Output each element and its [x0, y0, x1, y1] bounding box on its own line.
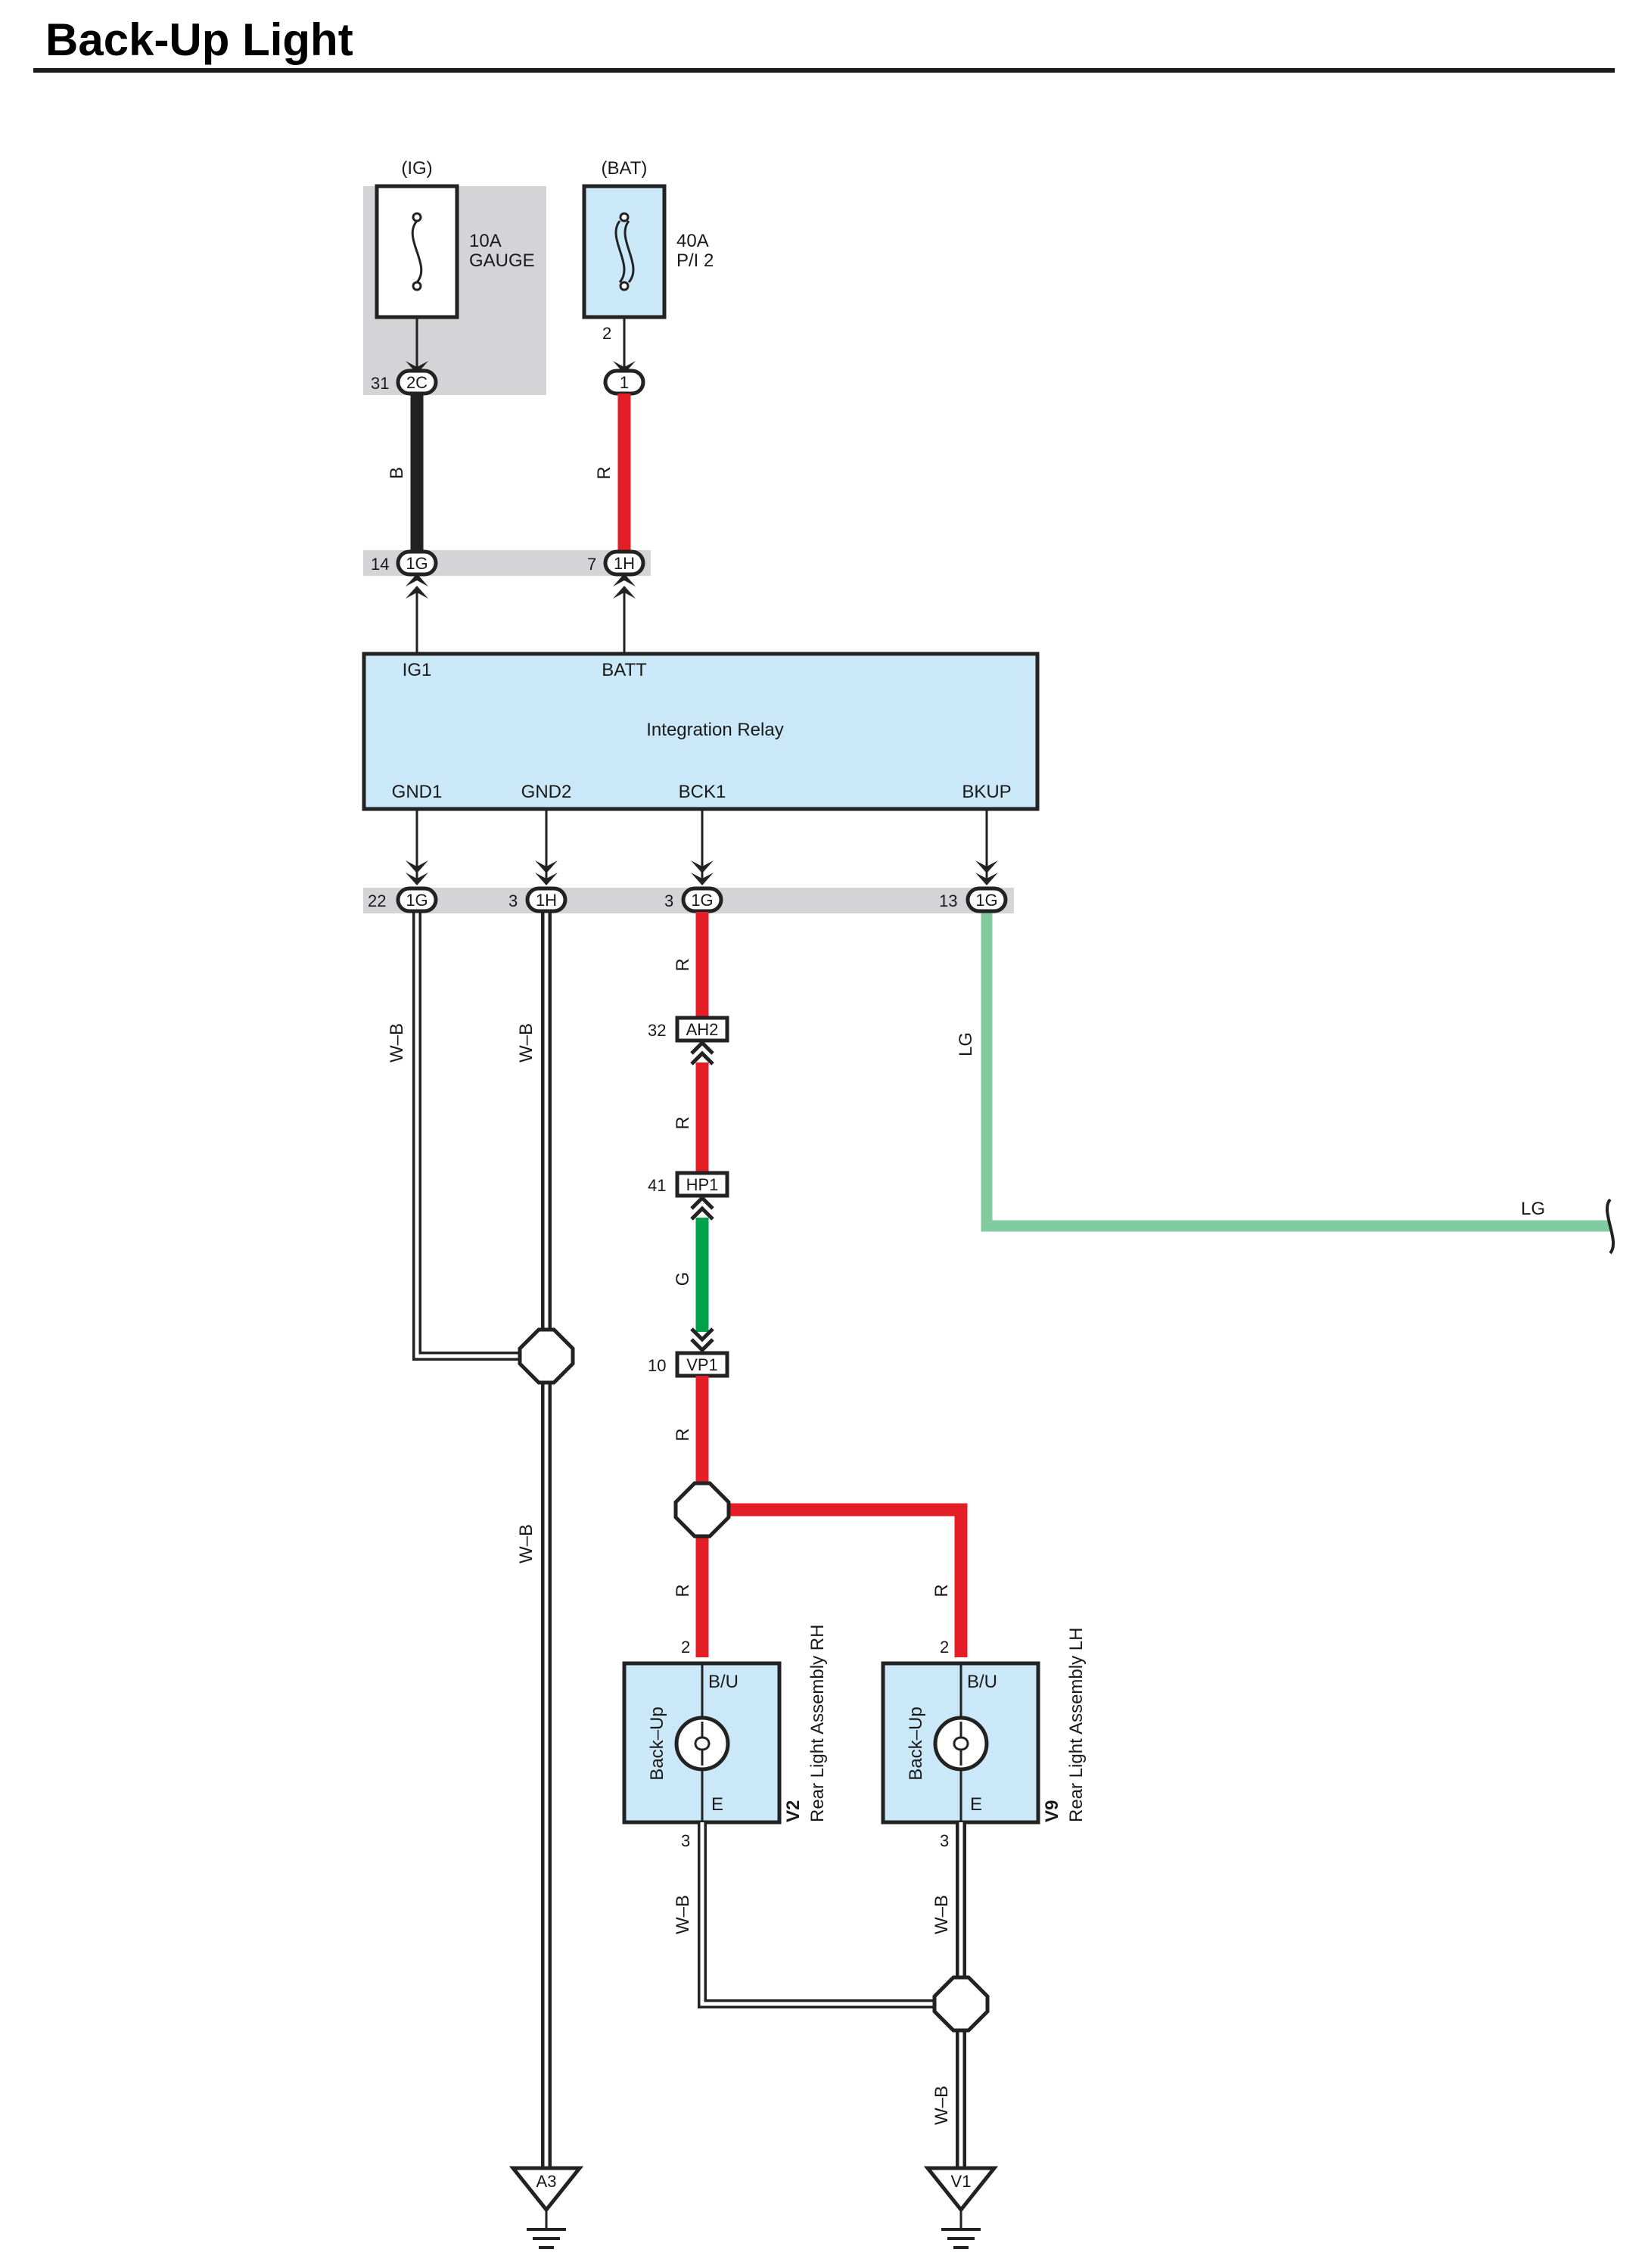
fuse-bat-rating: 40A	[676, 231, 709, 251]
wire-wb-label-3: W–B	[516, 1524, 536, 1563]
svg-text:R: R	[931, 1584, 952, 1597]
rh-code: V2	[783, 1800, 804, 1822]
connector-1h-gnd2: 1H 3	[508, 886, 568, 913]
ground-icon-a3: A3	[508, 2166, 584, 2249]
svg-text:3: 3	[681, 1831, 690, 1850]
svg-text:3: 3	[508, 891, 518, 910]
wire-lg-label-horizontal: LG	[1521, 1199, 1545, 1219]
svg-text:2: 2	[681, 1638, 690, 1657]
svg-text:41: 41	[648, 1176, 666, 1195]
fuse-bat-source: (BAT)	[602, 158, 648, 179]
svg-text:A3: A3	[536, 2172, 557, 2191]
integration-relay: IG1 BATT Integration Relay GND1 GND2 BCK…	[362, 652, 1040, 811]
wire-wb-label-1: W–B	[387, 1023, 407, 1062]
page-title: Back-Up Light	[45, 14, 353, 65]
svg-text:1G: 1G	[975, 891, 997, 910]
svg-text:V1: V1	[951, 2172, 972, 2191]
splice-point-gnd	[518, 1327, 575, 1385]
rh-term-bu: B/U	[708, 1672, 739, 1692]
fuse-bat-pin: 2	[602, 324, 611, 343]
svg-text:32: 32	[648, 1021, 666, 1040]
ground-icon-v1: V1	[923, 2166, 999, 2249]
rear-light-lh: 2 B/U E Back–Up 3 V9 Rear Light Assembly…	[881, 1628, 1087, 1850]
relay-terminal-gnd1: GND1	[392, 782, 443, 802]
connector-ah2: AH2 32	[648, 1016, 729, 1043]
svg-text:1H: 1H	[614, 554, 635, 573]
lh-term-bu: B/U	[967, 1672, 997, 1692]
wire-r-split	[702, 1503, 968, 1657]
svg-text:VP1: VP1	[686, 1355, 718, 1374]
wire-r-bat-label: R	[594, 466, 614, 479]
svg-text:R: R	[673, 1584, 693, 1597]
svg-text:13: 13	[939, 891, 957, 910]
relay-terminal-ig1: IG1	[403, 660, 432, 680]
lh-bulb-label: Back–Up	[906, 1706, 926, 1780]
connector-hp1: HP1 41	[648, 1171, 729, 1198]
svg-text:HP1: HP1	[686, 1175, 719, 1194]
svg-text:3: 3	[940, 1831, 949, 1850]
lh-name: Rear Light Assembly LH	[1066, 1628, 1087, 1822]
wire-b-label: B	[387, 467, 407, 479]
relay-terminal-bkup: BKUP	[962, 782, 1011, 802]
fuse-ig-rating: 10A	[469, 231, 502, 251]
svg-text:G: G	[673, 1272, 693, 1286]
svg-text:2C: 2C	[406, 373, 428, 392]
svg-text:R: R	[673, 1116, 693, 1129]
wire-break-icon	[1605, 1198, 1615, 1255]
connector-vp1: VP1 10	[648, 1351, 729, 1378]
connector-2c-pin: 31	[371, 374, 389, 393]
fuse-gauge: (IG) 10A GAUGE	[375, 158, 535, 319]
svg-text:1G: 1G	[406, 554, 428, 573]
rh-name: Rear Light Assembly RH	[807, 1625, 828, 1822]
connector-1g-bck1: 1G 3	[664, 886, 723, 913]
svg-text:1: 1	[620, 373, 629, 392]
lh-term-e: E	[970, 1794, 982, 1815]
svg-text:1G: 1G	[691, 891, 713, 910]
rear-light-rh: 2 B/U E Back–Up 3 V2 Rear Light Assembly…	[622, 1625, 828, 1850]
svg-text:22: 22	[368, 891, 386, 910]
fuse-ig-source: (IG)	[401, 158, 432, 179]
svg-text:14: 14	[371, 555, 389, 574]
svg-text:W–B: W–B	[931, 2086, 952, 2125]
svg-text:10: 10	[648, 1356, 666, 1375]
fuse-pi2: (BAT) 40A P/I 2	[582, 158, 714, 319]
wire-wb-lights	[698, 1822, 966, 2168]
connector-1g-top: 1G 14	[371, 549, 438, 577]
rh-bulb-label: Back–Up	[647, 1706, 667, 1780]
svg-text:R: R	[673, 1428, 693, 1441]
title-underline	[33, 68, 1615, 73]
relay-terminal-bck1: BCK1	[679, 782, 726, 802]
svg-text:1H: 1H	[536, 891, 557, 910]
rh-term-e: E	[711, 1794, 723, 1815]
svg-text:R: R	[673, 958, 693, 971]
connector-1g-bkup: 1G 13	[939, 886, 1008, 913]
svg-text:W–B: W–B	[931, 1895, 952, 1934]
splice-point-red	[673, 1481, 731, 1538]
fuse-ig-name: GAUGE	[469, 250, 535, 271]
wire-wb-label-2: W–B	[516, 1023, 536, 1062]
relay-name: Integration Relay	[646, 720, 783, 740]
wire-wb-gnd	[412, 912, 552, 2168]
wire-lg	[981, 912, 1610, 1232]
svg-text:1G: 1G	[406, 891, 428, 910]
connector-2c: 2C 31	[371, 369, 438, 396]
lh-code: V9	[1042, 1800, 1062, 1822]
connector-1-bat: 1	[603, 369, 645, 396]
svg-text:AH2: AH2	[686, 1020, 719, 1039]
relay-terminal-batt: BATT	[602, 660, 647, 680]
connector-1h-top: 1H 7	[587, 549, 645, 577]
fuse-bat-name: P/I 2	[676, 250, 714, 271]
svg-text:7: 7	[587, 555, 596, 574]
svg-text:W–B: W–B	[673, 1895, 693, 1934]
relay-terminal-gnd2: GND2	[521, 782, 572, 802]
splice-point-lights-gnd	[932, 1975, 990, 2033]
wire-lg-label-vertical: LG	[956, 1032, 976, 1056]
svg-text:3: 3	[664, 891, 673, 910]
connector-1g-gnd1: 1G 22	[368, 886, 438, 913]
svg-text:2: 2	[940, 1638, 949, 1657]
